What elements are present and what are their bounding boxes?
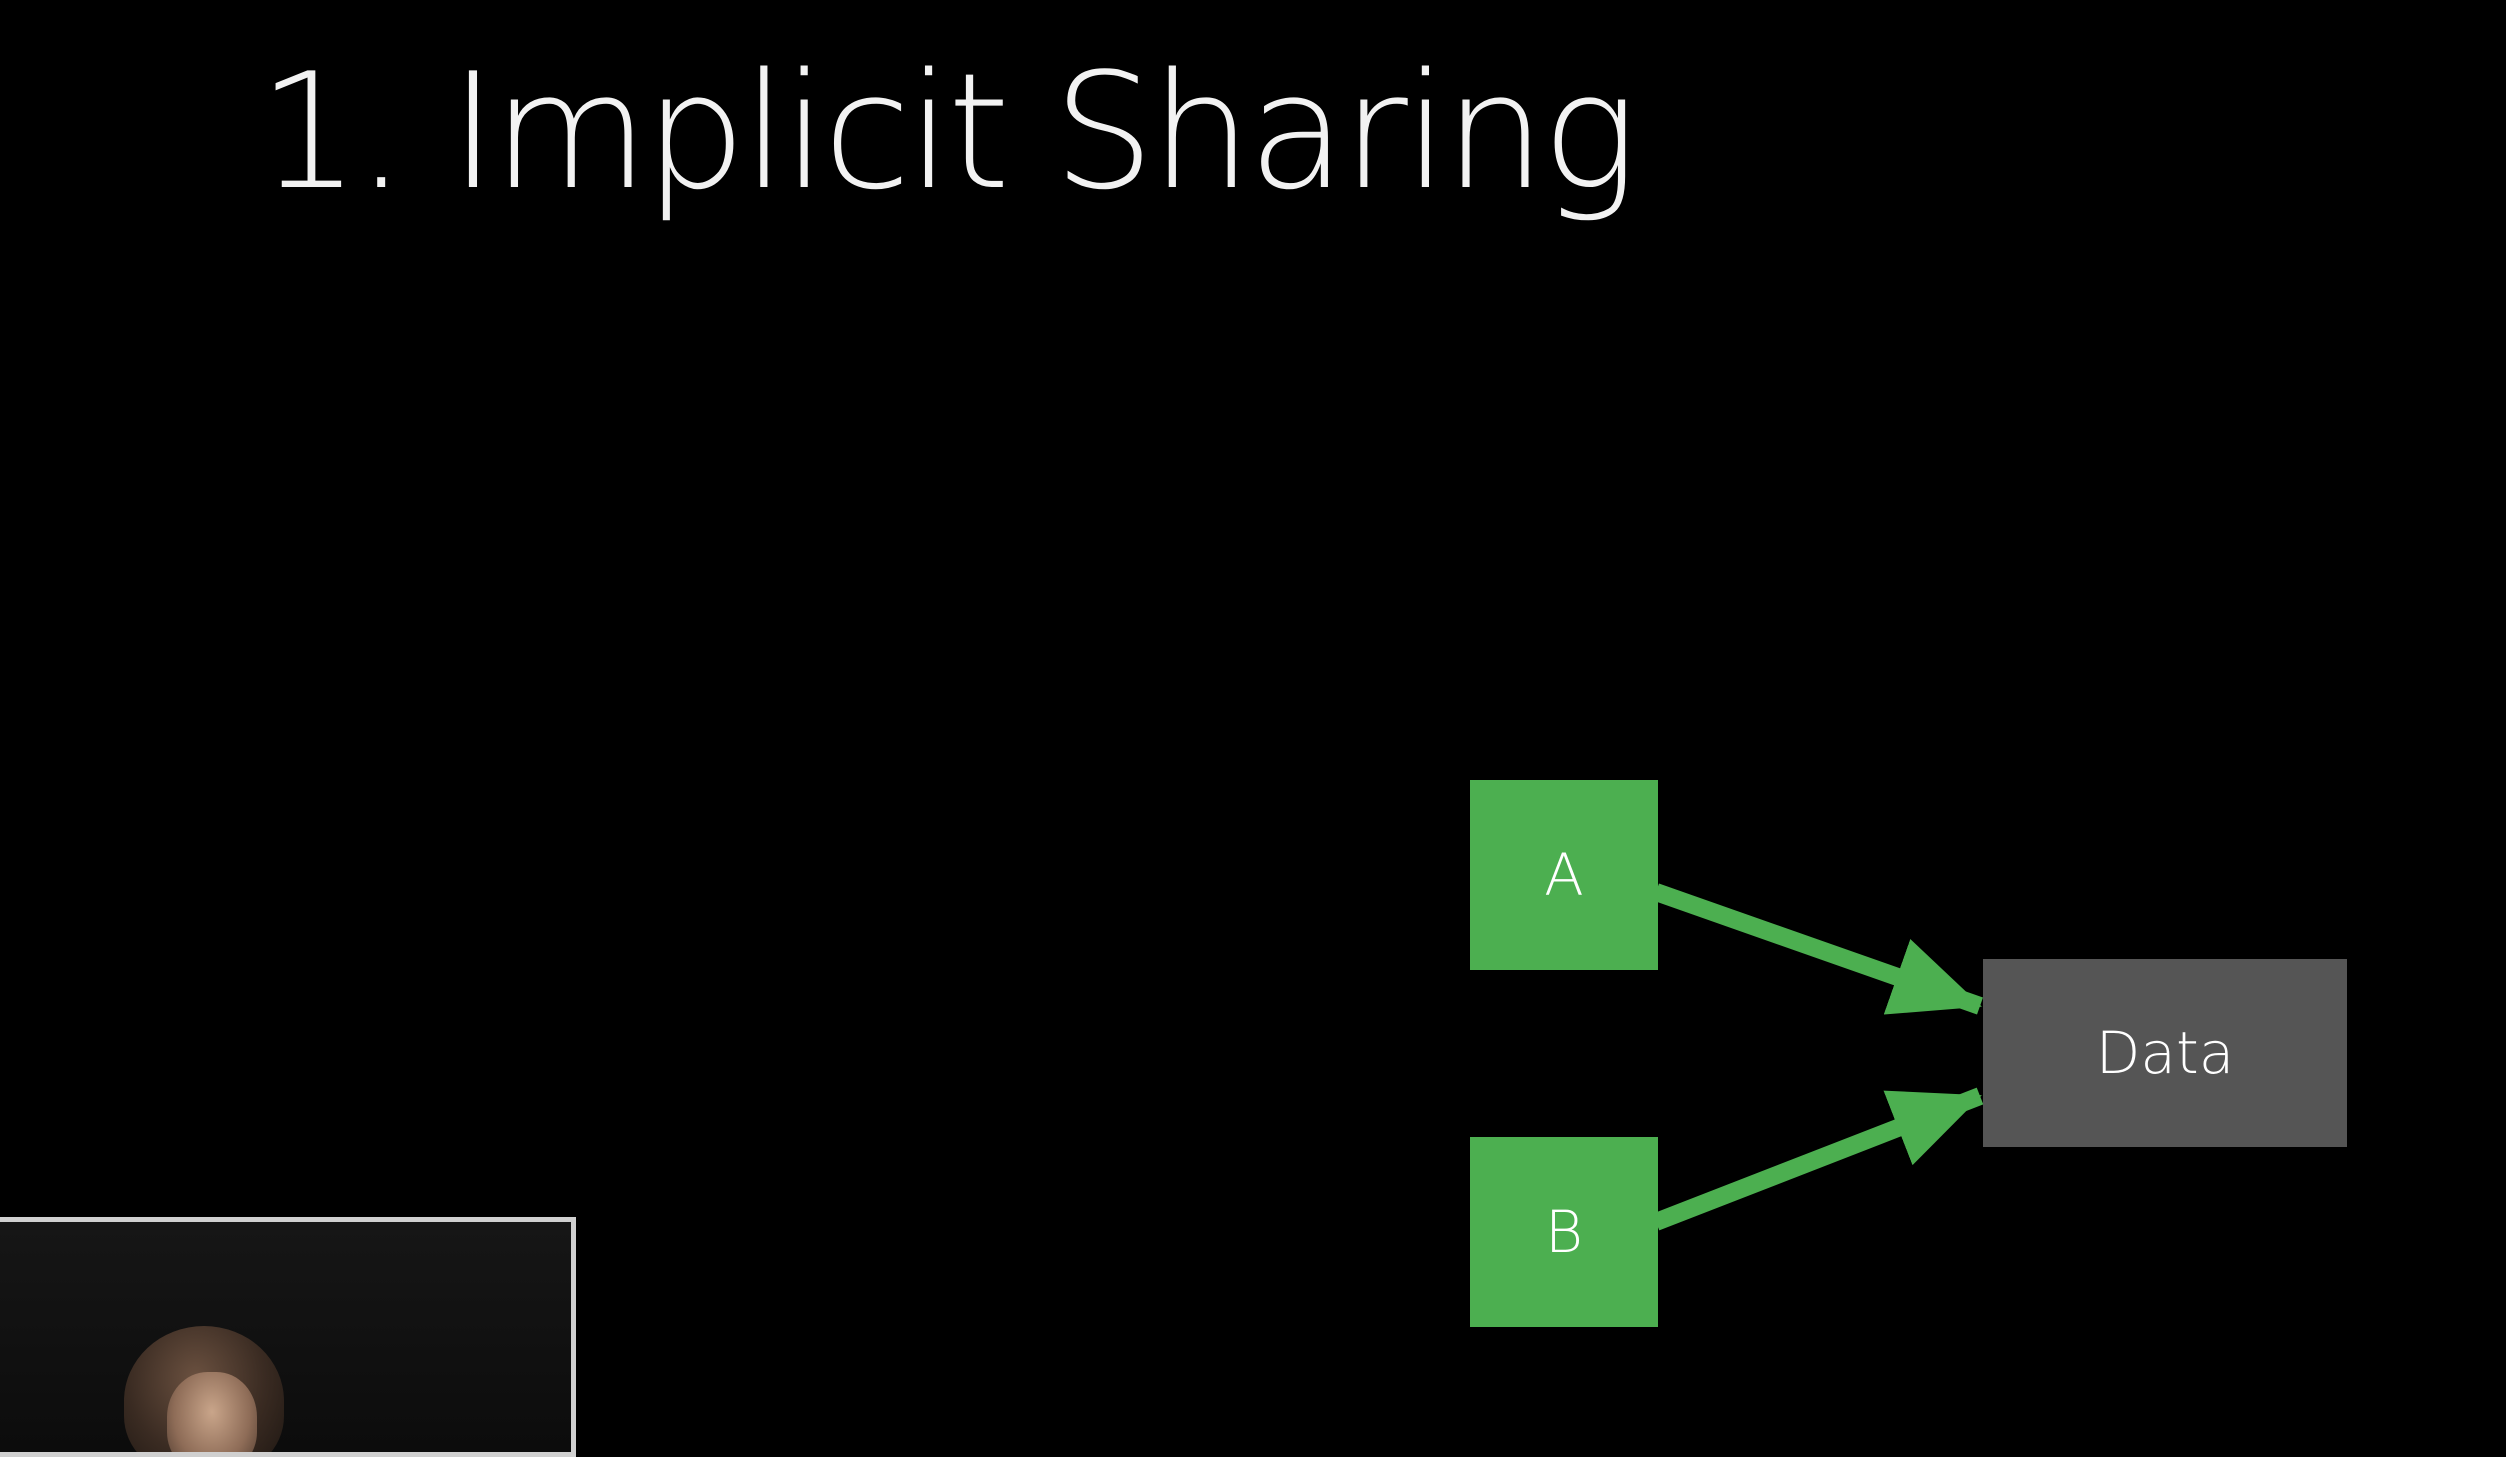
arrow-a-to-data <box>1653 883 1983 1015</box>
node-a-label: A <box>1544 841 1584 909</box>
node-data: Data <box>1983 959 2347 1147</box>
node-data-label: Data <box>2096 1019 2235 1087</box>
node-b-label: B <box>1545 1198 1583 1266</box>
node-a-box <box>1470 780 1658 970</box>
node-b: B <box>1470 1137 1658 1327</box>
arrow-b-to-data <box>1652 1087 1984 1231</box>
slide-title: 1. Implicit Sharing <box>258 38 1638 225</box>
presenter-face <box>167 1372 257 1452</box>
node-a: A <box>1470 780 1658 970</box>
node-data-box <box>1983 959 2347 1147</box>
presenter-video-inset <box>0 1217 576 1457</box>
node-b-box <box>1470 1137 1658 1327</box>
